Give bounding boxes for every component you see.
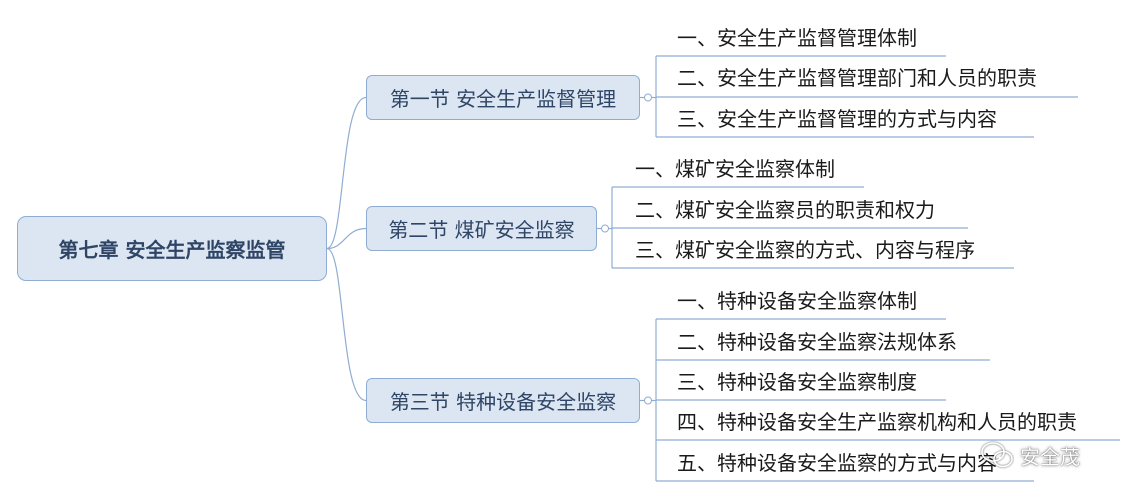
section-topic-label: 第二节 煤矿安全监察 bbox=[388, 218, 575, 242]
section-topic-label: 第三节 特种设备安全监察 bbox=[389, 390, 617, 414]
subtopic-1-3[interactable]: 三、安全生产监督管理的方式与内容 bbox=[677, 107, 997, 131]
subtopic-2-1[interactable]: 一、煤矿安全监察体制 bbox=[635, 157, 835, 181]
subtopic-3-5[interactable]: 五、特种设备安全监察的方式与内容 bbox=[677, 451, 997, 475]
subtopic-1-2[interactable]: 二、安全生产监督管理部门和人员的职责 bbox=[677, 66, 1037, 90]
collapse-circle-icon bbox=[644, 93, 652, 102]
connector-root-sec2 bbox=[326, 227, 367, 250]
subtopic-3-3[interactable]: 三、特种设备安全监察制度 bbox=[677, 370, 917, 394]
subtopic-2-3[interactable]: 三、煤矿安全监察的方式、内容与程序 bbox=[635, 238, 975, 262]
subtopic-2-2[interactable]: 二、煤矿安全监察员的职责和权力 bbox=[635, 198, 935, 222]
subtopic-3-2[interactable]: 二、特种设备安全监察法规体系 bbox=[677, 330, 957, 354]
subtopic-1-1[interactable]: 一、安全生产监督管理体制 bbox=[677, 26, 917, 50]
collapse-circle-icon bbox=[601, 224, 609, 233]
section-topic-label: 第一节 安全生产监督管理 bbox=[389, 87, 617, 111]
section-topic-2[interactable]: 第二节 煤矿安全监察 bbox=[366, 206, 597, 251]
section-topic-3[interactable]: 第三节 特种设备安全监察 bbox=[366, 378, 640, 423]
root-topic[interactable]: 第七章 安全生产监察监管 bbox=[17, 216, 327, 281]
watermark: 安全茂 bbox=[980, 438, 1080, 472]
subtopic-3-4[interactable]: 四、特种设备安全生产监察机构和人员的职责 bbox=[677, 410, 1077, 434]
section-topic-1[interactable]: 第一节 安全生产监督管理 bbox=[366, 75, 640, 120]
subtopic-3-1[interactable]: 一、特种设备安全监察体制 bbox=[677, 289, 917, 313]
connector-root-sec1 bbox=[326, 96, 367, 250]
connector-root-sec3 bbox=[326, 247, 367, 402]
wechat-icon bbox=[981, 442, 1013, 468]
collapse-circle-icon bbox=[644, 396, 652, 405]
watermark-label: 安全茂 bbox=[1020, 444, 1080, 469]
root-topic-label: 第七章 安全生产监察监管 bbox=[58, 238, 286, 262]
